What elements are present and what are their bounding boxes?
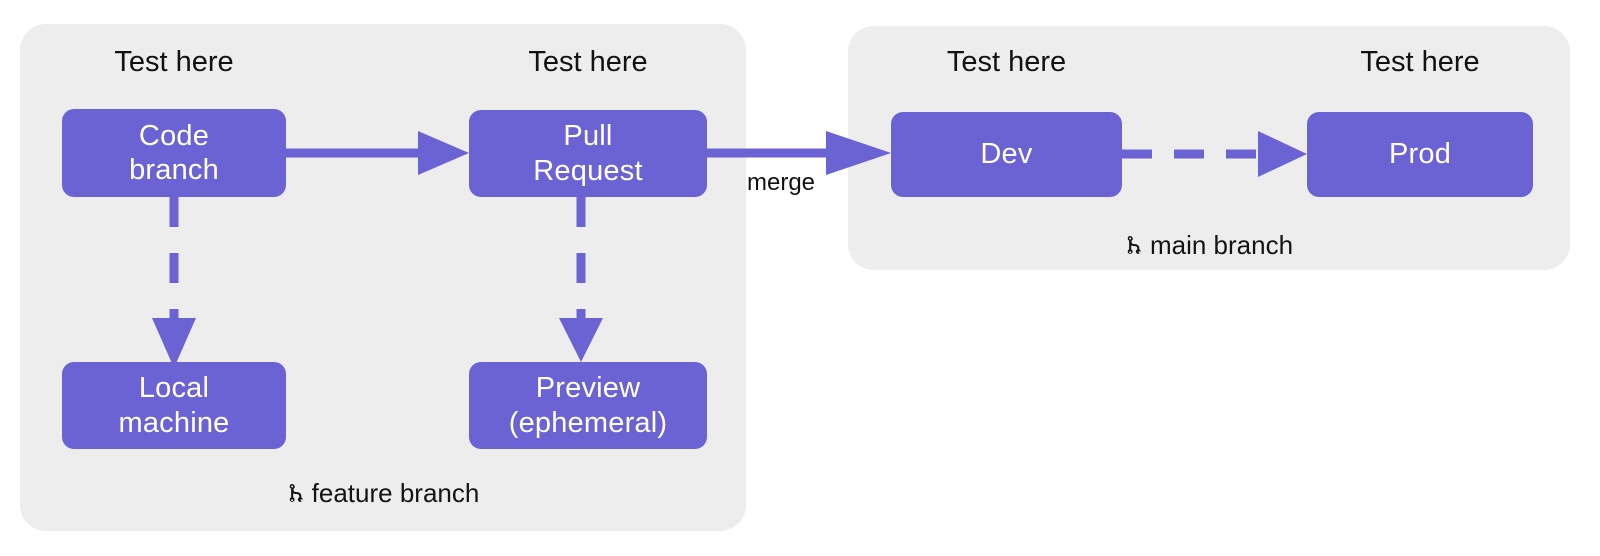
- caption-code-branch: Test here: [114, 46, 234, 78]
- group-panel-feature-branch: [20, 24, 746, 531]
- node-pull-request-label: Pull Request: [533, 120, 643, 187]
- node-dev[interactable]: Dev: [891, 112, 1122, 197]
- caption-pull-request: Test here: [528, 46, 648, 78]
- node-code-branch[interactable]: Code branch: [62, 109, 286, 197]
- group-label-feature-branch: feature branch: [20, 476, 746, 510]
- caption-prod: Test here: [1360, 46, 1480, 78]
- node-dev-label: Dev: [980, 138, 1033, 171]
- node-local-machine[interactable]: Local machine: [62, 362, 286, 449]
- group-label-main-branch-text: main branch: [1149, 229, 1294, 260]
- node-prod[interactable]: Prod: [1307, 112, 1533, 197]
- node-local-machine-label: Local machine: [118, 372, 230, 439]
- group-label-main-branch: main branch: [848, 228, 1570, 262]
- group-label-feature-branch-text: feature branch: [311, 477, 480, 508]
- node-preview-ephemeral-label: Preview (ephemeral): [508, 372, 668, 439]
- edge-label-merge: merge: [746, 169, 816, 196]
- git-branch-icon: [287, 480, 309, 506]
- node-prod-label: Prod: [1388, 138, 1452, 171]
- git-branch-icon: [1125, 232, 1147, 258]
- node-preview-ephemeral[interactable]: Preview (ephemeral): [469, 362, 707, 449]
- node-code-branch-label: Code branch: [129, 119, 219, 186]
- node-pull-request[interactable]: Pull Request: [469, 110, 707, 197]
- caption-dev: Test here: [946, 46, 1067, 78]
